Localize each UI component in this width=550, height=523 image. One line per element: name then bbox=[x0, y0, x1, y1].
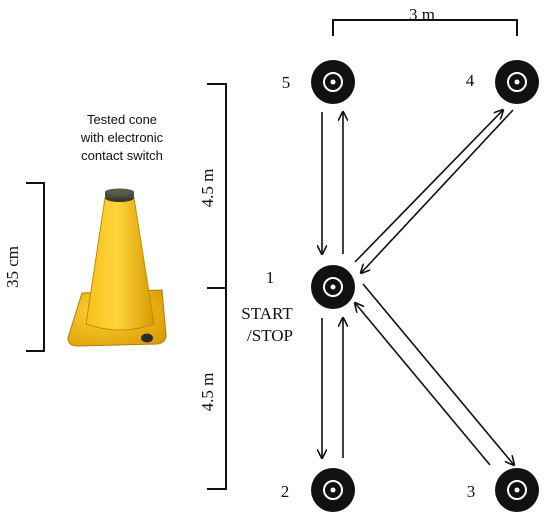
cone-marker-3 bbox=[495, 468, 539, 512]
stop-label: /STOP bbox=[247, 326, 293, 345]
upper-length-bracket: 4.5 m bbox=[198, 83, 227, 289]
movement-arrows bbox=[322, 110, 514, 465]
cone-marker-1 bbox=[311, 265, 355, 309]
width-bracket: 3 m bbox=[332, 5, 518, 36]
width-label: 3 m bbox=[409, 5, 435, 24]
arrow-3-to-1 bbox=[355, 303, 491, 466]
traffic-cone-image bbox=[67, 188, 167, 347]
cone-marker-5 bbox=[311, 60, 355, 104]
lower-length-bracket: 4.5 m bbox=[198, 287, 227, 490]
cone-label-4: 4 bbox=[466, 71, 475, 90]
cone-label-1: 1 bbox=[266, 268, 275, 287]
cone-label-3: 3 bbox=[467, 482, 476, 501]
start-label: START bbox=[241, 304, 293, 323]
cone-caption: Tested cone with electronic contact swit… bbox=[80, 112, 164, 163]
arrow-1-to-3 bbox=[362, 283, 514, 465]
cone-label-5: 5 bbox=[282, 73, 291, 92]
cone-height-bracket: 35 cm bbox=[3, 182, 45, 352]
cone-caption-line-1: Tested cone bbox=[87, 112, 157, 127]
lower-length-label: 4.5 m bbox=[198, 373, 217, 412]
cone-caption-line-3: contact switch bbox=[81, 148, 163, 163]
cone-height-label: 35 cm bbox=[3, 246, 22, 288]
cone-label-2: 2 bbox=[281, 482, 290, 501]
arrow-1-to-4 bbox=[354, 110, 503, 263]
upper-length-label: 4.5 m bbox=[198, 169, 217, 208]
arrow-4-to-1 bbox=[361, 109, 514, 273]
cone-marker-4 bbox=[495, 60, 539, 104]
cone-marker-2 bbox=[311, 468, 355, 512]
cone-caption-line-2: with electronic bbox=[80, 130, 164, 145]
